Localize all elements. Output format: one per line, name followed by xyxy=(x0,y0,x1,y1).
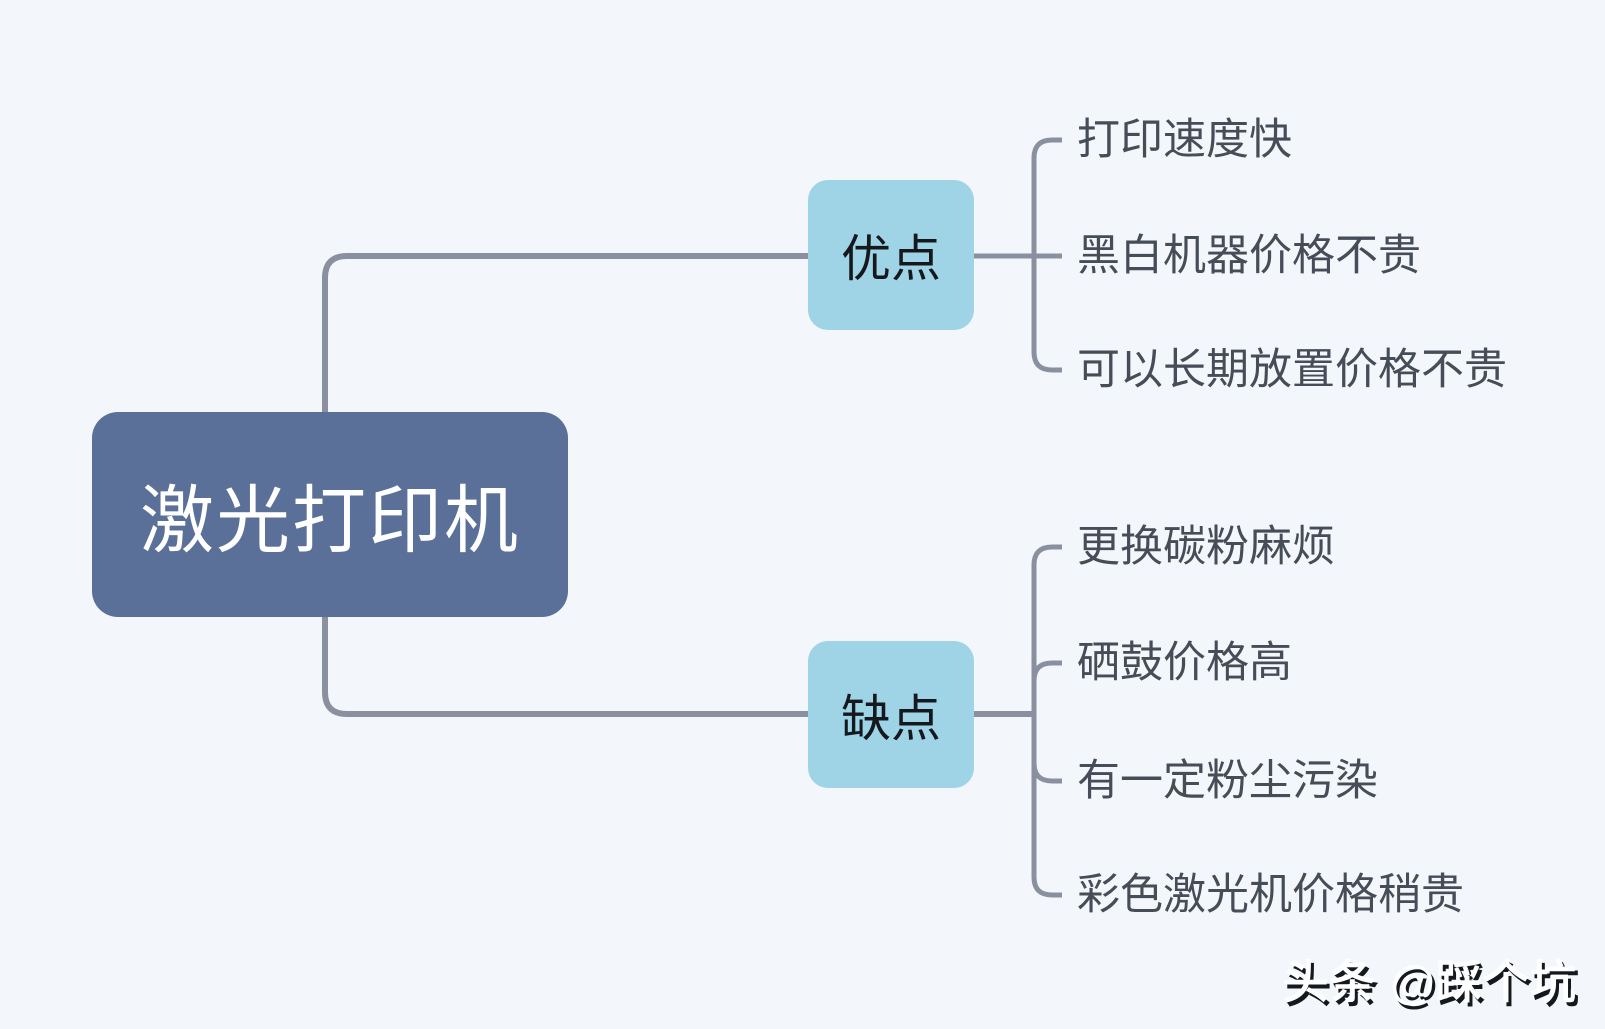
child-topic-pros-1[interactable]: 打印速度快 xyxy=(1077,116,1292,164)
branch-node-pros[interactable]: 优点 xyxy=(808,180,974,330)
connector-pros-bracket xyxy=(1031,137,1062,373)
root-topic-node[interactable]: 激光打印机 xyxy=(92,412,568,617)
connector-cons-bracket xyxy=(1031,544,1062,898)
connector-cons-stub-3 xyxy=(1031,762,1062,784)
watermark: 头条 @踩个坑 xyxy=(1282,956,1577,1008)
child-topic-cons-2[interactable]: 硒鼓价格高 xyxy=(1077,639,1292,687)
child-topic-cons-1[interactable]: 更换碳粉麻烦 xyxy=(1077,523,1335,571)
child-topic-pros-2[interactable]: 黑白机器价格不贵 xyxy=(1077,232,1421,280)
child-topic-cons-4[interactable]: 彩色激光机价格稍贵 xyxy=(1077,871,1464,919)
child-topic-pros-3[interactable]: 可以长期放置价格不贵 xyxy=(1077,346,1507,394)
connector-root-to-pros xyxy=(322,253,809,414)
branch-node-cons[interactable]: 缺点 xyxy=(808,641,974,788)
child-topic-cons-3[interactable]: 有一定粉尘污染 xyxy=(1077,757,1378,805)
connector-cons-stub-2 xyxy=(1031,660,1062,682)
connector-root-to-cons xyxy=(322,616,809,717)
